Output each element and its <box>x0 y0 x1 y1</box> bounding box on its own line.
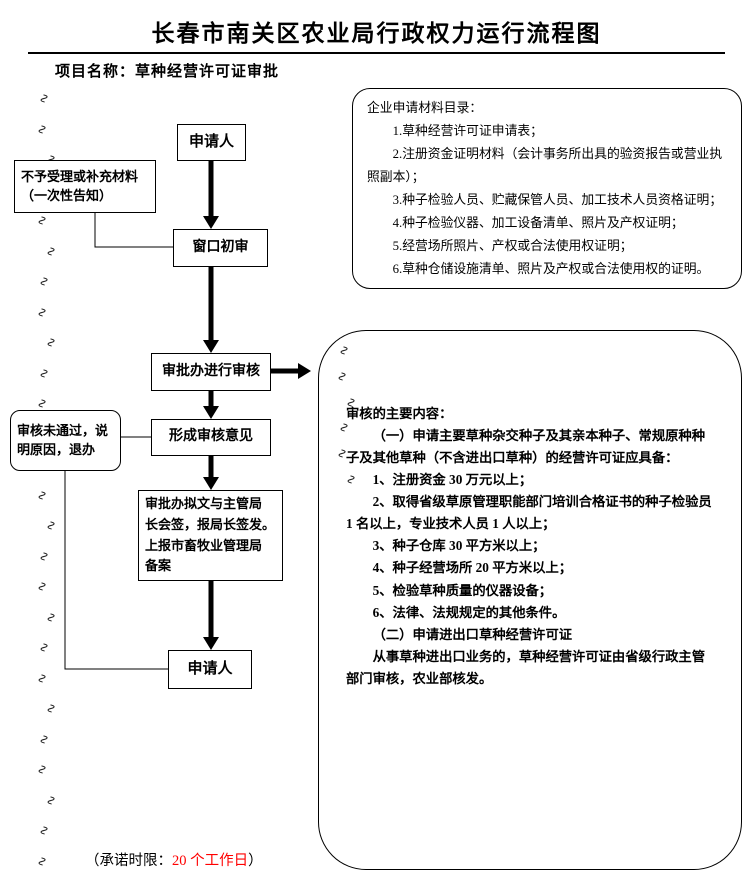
arrow-applicant-to-window-review <box>203 161 219 229</box>
materials-item-6: 6.草种仓储设施清单、照片及产权或合法使用权的证明。 <box>392 262 710 277</box>
flow-node-window-review: 窗口初审 <box>173 229 268 267</box>
materials-item-3: 3.种子检验人员、贮藏保管人员、加工技术人员资格证明； <box>392 193 723 208</box>
review-para-1: （一）申请主要草种杂交种子及其亲本种子、常规原种种子及其他草种（不含进出口草种）… <box>346 428 706 466</box>
promise-prefix: （承诺时限： <box>85 853 172 869</box>
arrow-form-opinion-to-draft-sign <box>203 456 219 490</box>
review-title: 审核的主要内容： <box>346 406 453 421</box>
arrow-approval-review-to-form-opinion <box>203 391 219 419</box>
review-para-9: 从事草种进出口业务的，草种经营许可证由省级行政主管部门审核，农业部核发。 <box>346 648 706 686</box>
materials-item-5: 5.经营场所照片、产权或合法使用权证明； <box>392 239 633 254</box>
flow-node-reject-notice: 不予受理或补充材料 （一次性告知） <box>14 160 156 213</box>
materials-callout: 企业申请材料目录： 1.草种经营许可证申请表； 2.注册资金证明材料（会计事务所… <box>352 88 742 289</box>
arrow-draft-sign-to-applicant-bottom <box>203 581 219 650</box>
flow-node-applicant-bottom: 申请人 <box>168 650 252 689</box>
review-para-6: 5、检验草种质量的仪器设备； <box>372 582 553 598</box>
flow-node-review-failed: 审核未通过，说 明原因，退办 <box>10 410 121 471</box>
page-title: 长春市南关区农业局行政权力运行流程图 <box>151 21 602 46</box>
materials-item-1: 1.草种经营许可证申请表； <box>392 124 543 139</box>
promise-value: 20 个工作日 <box>172 853 249 869</box>
review-para-3: 2、取得省级草原管理职能部门培训合格证书的种子检验员 1 名以上，专业技术人员 … <box>346 494 712 532</box>
arrow-approval-review-to-review-callout <box>271 363 311 379</box>
promise-suffix: ） <box>248 853 263 869</box>
materials-title: 企业申请材料目录： <box>367 101 483 115</box>
flow-node-approval-review: 审批办进行审核 <box>151 353 271 391</box>
flow-node-form-opinion: 形成审核意见 <box>151 419 271 456</box>
connector-reject-to-window-review <box>94 213 173 248</box>
review-content-callout: 审核的主要内容： （一）申请主要草种杂交种子及其亲本种子、常规原种种子及其他草种… <box>318 330 742 870</box>
materials-item-4: 4.种子检验仪器、加工设备清单、照片及产权证明； <box>392 216 684 231</box>
promise-time-limit: （承诺时限：20 个工作日） <box>85 849 263 870</box>
project-name: 项目名称：草种经营许可证审批 <box>55 64 280 80</box>
review-para-5: 4、种子经营场所 20 平方米以上； <box>372 560 573 576</box>
callout-margin-squiggles: ∿∿∿∿∿∿ <box>333 345 358 485</box>
review-para-2: 1、注册资金 30 万元以上； <box>372 472 533 488</box>
connector-review-failed-to-applicant-bottom <box>64 471 168 670</box>
flow-node-applicant-top: 申请人 <box>177 124 246 161</box>
materials-item-2: 2.注册资金证明材料（会计事务所出具的验资报告或营业执照副本）； <box>367 147 723 185</box>
review-para-4: 3、种子仓库 30 平方米以上； <box>372 538 546 554</box>
review-para-8: （二）申请进出口草种经营许可证 <box>372 626 573 642</box>
arrow-window-review-to-approval-review <box>203 267 219 353</box>
title-divider <box>28 52 725 54</box>
flow-node-draft-sign: 审批办拟文与主管局 长会签，报局长签发。 上报市畜牧业管理局 备案 <box>138 490 283 581</box>
review-para-7: 6、法律、法规规定的其他条件。 <box>372 604 566 620</box>
